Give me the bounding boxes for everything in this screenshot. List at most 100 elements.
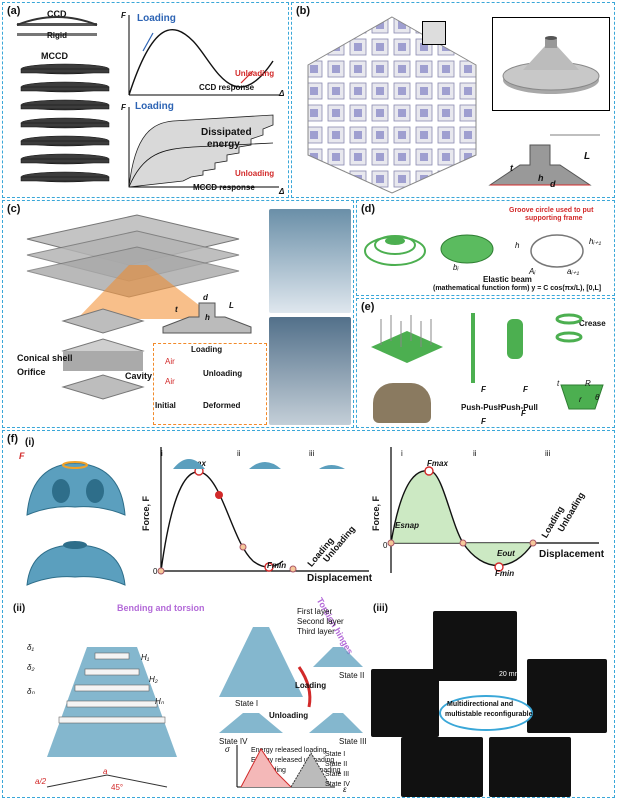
e-f1: F xyxy=(481,385,486,394)
saddle-unit-bottom xyxy=(21,535,131,595)
s4-legend: State IV xyxy=(325,781,350,788)
formula-label: (mathematical function form) y = C cos(π… xyxy=(433,285,601,292)
mccd-label: MCCD xyxy=(41,51,68,61)
ccd-response-label: CCD response xyxy=(199,83,254,92)
fii-loading: Loading xyxy=(295,681,326,690)
fii-deg: 45° xyxy=(111,783,123,792)
unloading-label: Unloading xyxy=(203,369,242,378)
bristle-array xyxy=(367,311,447,381)
d-ai1-label: aᵢ₊₁ xyxy=(567,267,579,276)
orifice-label: Orifice xyxy=(17,367,46,377)
mccd-stack xyxy=(13,61,123,201)
rigid-label: Rigid xyxy=(47,31,67,40)
state-2: State II xyxy=(339,671,364,680)
air-label-2: Air xyxy=(165,377,175,386)
fi-ii-2: ii xyxy=(473,449,477,458)
fi-iii-2: iii xyxy=(545,449,550,458)
fi-ylabel-2: Force, F xyxy=(371,496,381,531)
state-3: State III xyxy=(339,737,367,746)
fii-H2: H₂ xyxy=(149,675,158,684)
multilayer-sheet xyxy=(17,209,247,299)
panel-d: (d) Groove circle used to put supporting… xyxy=(356,200,615,296)
air-label-1: Air xyxy=(165,357,175,366)
crease-rings xyxy=(549,309,589,349)
photo-flat-sheet xyxy=(269,209,351,313)
e-r: r xyxy=(579,395,582,404)
state-1: State I xyxy=(235,699,258,708)
fii-dn: δₙ xyxy=(27,687,35,696)
cone-unit xyxy=(493,18,609,110)
scale-bar-label: 20 mm xyxy=(499,671,520,678)
d-hi1-label: hᵢ₊₁ xyxy=(589,237,601,246)
hedgehog-photo xyxy=(373,383,431,423)
b-d-label: d xyxy=(550,179,556,189)
loading-label: Loading xyxy=(191,345,222,354)
fi-esnap: Esnap xyxy=(395,521,419,530)
groove-label-2: supporting frame xyxy=(525,215,583,222)
photo-right xyxy=(527,659,607,733)
panel-b: (b) t h d L xyxy=(291,2,615,198)
unit-cell-inset xyxy=(422,21,446,45)
fi-xlabel: Displacement xyxy=(307,573,372,584)
push-pull-label: Push-Pull xyxy=(501,403,538,412)
b-t-label: t xyxy=(510,163,513,173)
panel-e: (e) Crease F F F F Push-Push Push-Pull t… xyxy=(356,298,615,428)
mccd-loading: Loading xyxy=(135,101,174,112)
fii-d2: δ₂ xyxy=(27,663,35,672)
deformed-label: Deformed xyxy=(203,401,240,410)
fi-fmin-2: Fmin xyxy=(495,569,514,578)
s3-legend: State III xyxy=(325,771,349,778)
e-f2: F xyxy=(481,417,486,426)
e-R: R xyxy=(585,379,591,388)
photo-bent-sheet xyxy=(269,317,351,425)
fi-zero-2: 0 xyxy=(383,541,387,550)
panel-f: (f) (i) F Force, F Displacement Fmax Fmi… xyxy=(2,430,615,798)
c-d-label: d xyxy=(203,293,208,302)
cone-cross-section xyxy=(480,125,610,195)
mccd-delta: Δ xyxy=(279,187,284,196)
ccd-f-axis: F xyxy=(121,11,126,20)
photo-left xyxy=(371,669,439,737)
tapered-stack xyxy=(17,607,207,797)
mccd-f-axis: F xyxy=(121,103,126,112)
s2-legend: State II xyxy=(325,761,347,768)
fi-fmax-2: Fmax xyxy=(427,459,448,468)
fi-ylabel: Force, F xyxy=(141,496,151,531)
cone-unit-box xyxy=(492,17,610,111)
b-h-label: h xyxy=(538,173,544,183)
d-h-label: h xyxy=(515,241,519,250)
c-t-label: t xyxy=(175,305,178,314)
panel-f-label: (f) xyxy=(7,433,18,445)
panel-c: (c) Conical shell Orifice t d h L Cavity… xyxy=(2,200,354,428)
lattice-metamaterial xyxy=(304,15,479,195)
ccd-unloading: Unloading xyxy=(235,69,274,78)
photo-bottom-right xyxy=(489,737,571,797)
fi-eout: Eout xyxy=(497,549,515,558)
fii-a2: a/2 xyxy=(35,777,46,786)
c-h-label: h xyxy=(205,313,210,322)
groove-label: Groove circle used to put xyxy=(509,207,593,214)
fi-i: i xyxy=(161,449,163,458)
conical-shell-label: Conical shell xyxy=(17,353,73,363)
fii-H1: H₁ xyxy=(141,653,149,662)
b-L-label: L xyxy=(584,151,590,162)
push-push-label: Push-Push xyxy=(461,403,503,412)
photo-bottom-left xyxy=(401,737,483,797)
dissipated-label: Dissipated xyxy=(201,127,252,138)
fii-Hn: Hₙ xyxy=(155,697,164,706)
fi-xlabel-2: Displacement xyxy=(539,549,604,560)
e-theta: θ xyxy=(595,393,599,402)
truncated-cone xyxy=(557,379,607,419)
e-f3: F xyxy=(523,385,528,394)
saddle-unit-top xyxy=(21,455,131,525)
fi-i-2: i xyxy=(401,449,403,458)
ccd-loading: Loading xyxy=(137,13,176,24)
e-t: t xyxy=(557,379,559,388)
fii-a: a xyxy=(103,767,107,776)
mccd-response-label: MCCD response xyxy=(193,183,255,192)
cavity-label: Cavity xyxy=(125,371,152,381)
fi-label: (i) xyxy=(25,437,34,448)
initial-label: Initial xyxy=(155,401,176,410)
s1-legend: State I xyxy=(325,751,345,758)
fi-inset-shapes xyxy=(169,445,349,475)
